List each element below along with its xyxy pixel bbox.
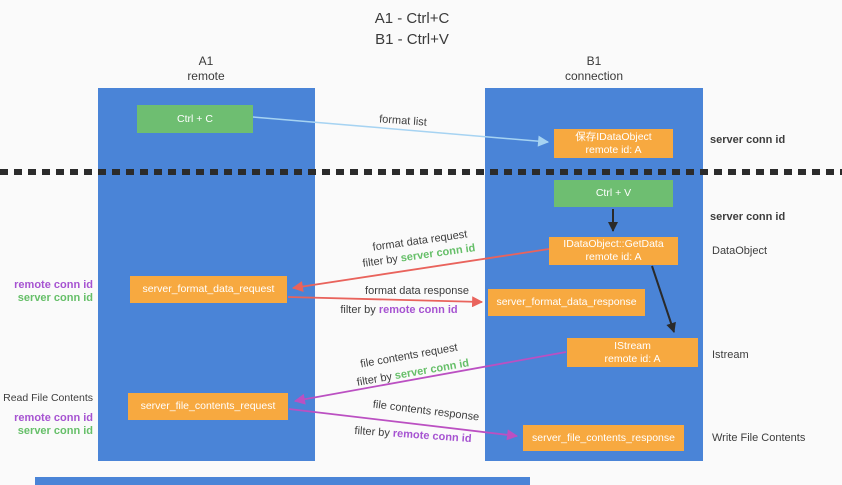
title-line-2: B1 - Ctrl+V (375, 31, 449, 48)
filter-by-text: filter by (340, 304, 376, 316)
node-istream-line2: remote id: A (604, 352, 661, 365)
remote-conn-id-key: remote conn id (378, 304, 458, 316)
node-server-file-contents-response-label: server_file_contents_response (531, 431, 675, 444)
node-idataobject-getdata: IDataObject::GetData remote id: A (549, 237, 678, 265)
annotation-read-file-contents: Read File Contents (3, 392, 93, 404)
annotation-server-conn-id-mid: server conn id (710, 211, 786, 223)
node-server-format-data-request-label: server_format_data_request (142, 283, 275, 295)
lane-b1-title: B1 (586, 54, 602, 68)
edge-label-format-list: format list (379, 113, 427, 128)
lane-header-b1: B1 connection (534, 54, 654, 84)
node-server-format-data-request: server_format_data_request (130, 276, 287, 303)
phase-divider-dotted-line (0, 169, 842, 175)
lane-a1-title: A1 (198, 54, 214, 68)
title-line-1: A1 - Ctrl+C (374, 10, 450, 27)
node-ctrl-v-label: Ctrl + V (595, 187, 632, 199)
node-server-file-contents-response: server_file_contents_response (523, 425, 684, 451)
lane-a1-subtitle: remote (187, 69, 225, 83)
node-server-file-contents-request-label: server_file_contents_request (140, 400, 276, 412)
node-ctrl-c-label: Ctrl + C (177, 112, 213, 125)
annotation-remote-conn-id: remote conn id (14, 412, 93, 424)
annotation-server-conn-id: server conn id (17, 292, 93, 304)
node-idataobject-getdata-line2: remote id: A (585, 251, 642, 263)
format-list-text: format list (378, 113, 428, 129)
arrow-format-data-response (287, 296, 484, 308)
annotation-istream: Istream (712, 349, 749, 361)
remote-conn-id-key: remote conn id (392, 427, 472, 446)
annotation-left-bottom-conn-ids: remote conn id server conn id (0, 412, 93, 438)
node-server-format-data-response: server_format_data_response (488, 289, 645, 316)
node-server-file-contents-request: server_file_contents_request (128, 393, 288, 420)
edge-label-format-data-response: format data response (365, 285, 469, 297)
lane-header-a1: A1 remote (146, 54, 266, 84)
filter-by-text: filter by (361, 253, 399, 270)
annotation-left-mid-conn-ids: remote conn id server conn id (0, 279, 93, 305)
filter-by-text: filter by (355, 370, 393, 389)
node-save-idataobject-line2: remote id: A (585, 143, 642, 156)
annotation-write-file-contents: Write File Contents (712, 432, 806, 444)
annotation-remote-conn-id: remote conn id (14, 279, 93, 291)
lane-b1-subtitle: connection (564, 69, 624, 83)
node-ctrl-c: Ctrl + C (137, 105, 253, 133)
node-save-idataobject-line1: 保存IDataObject (575, 130, 652, 143)
edge-label-file-contents-response: file contents response (372, 399, 480, 424)
filter-by-text: filter by (354, 424, 391, 440)
node-server-format-data-response-label: server_format_data_response (496, 296, 637, 308)
node-save-idataobject: 保存IDataObject remote id: A (554, 129, 673, 158)
file-contents-response-text: file contents response (372, 398, 480, 424)
cropped-bottom-element (35, 477, 530, 485)
node-idataobject-getdata-line1: IDataObject::GetData (563, 238, 664, 250)
format-data-response-text: format data response (365, 285, 469, 297)
node-ctrl-v: Ctrl + V (554, 180, 673, 207)
annotation-server-conn-id: server conn id (17, 425, 93, 437)
node-istream-line1: IStream (614, 339, 651, 352)
diagram-title: A1 - Ctrl+C B1 - Ctrl+V (297, 8, 527, 50)
annotation-server-conn-id-top: server conn id (710, 134, 786, 146)
node-istream: IStream remote id: A (567, 338, 698, 367)
annotation-dataobject: DataObject (712, 245, 768, 257)
